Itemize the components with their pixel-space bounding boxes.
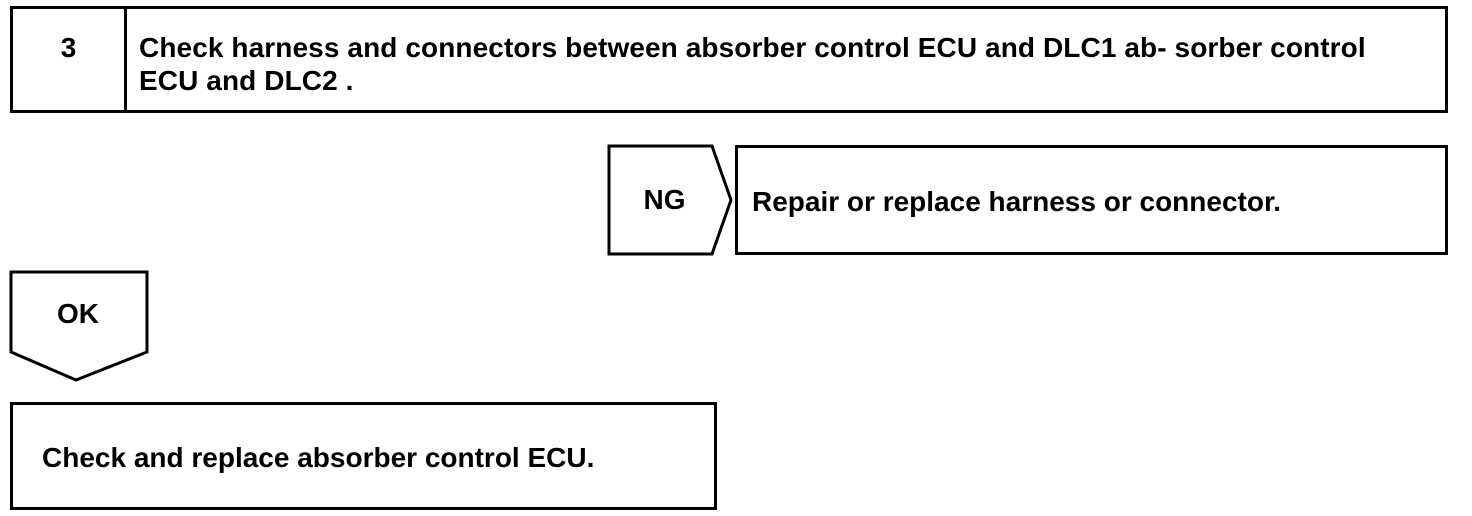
ok-label: OK	[57, 298, 99, 329]
step-divider	[124, 9, 127, 110]
step-box: 3 Check harness and connectors between a…	[10, 6, 1448, 113]
step-text: Check harness and connectors between abs…	[139, 32, 1366, 96]
ok-arrow-shape	[9, 270, 149, 382]
ng-label: NG	[643, 184, 686, 215]
final-action-text: Check and replace absorber control ECU.	[42, 442, 595, 473]
ng-result-box: Repair or replace harness or connector.	[735, 145, 1448, 255]
ng-arrow-shape	[607, 144, 733, 256]
final-action-box: Check and replace absorber control ECU.	[10, 402, 717, 510]
step-number: 3	[60, 32, 77, 63]
ng-result-text: Repair or replace harness or connector.	[752, 186, 1282, 217]
